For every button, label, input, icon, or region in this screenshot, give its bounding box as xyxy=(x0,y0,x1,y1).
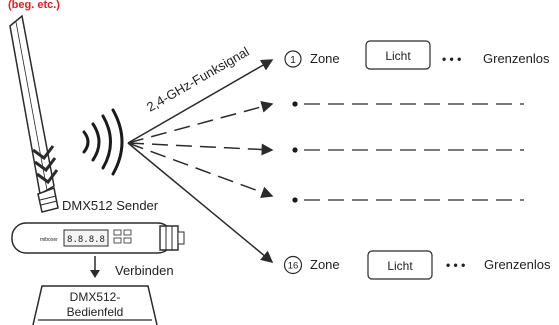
signal-lines xyxy=(127,59,274,263)
antenna-icon xyxy=(9,14,59,213)
header-partial-title: (beg. etc.) xyxy=(8,0,60,11)
device-button xyxy=(113,237,122,244)
zone-row-1: 1 Zone Licht • • • Grenzenlos xyxy=(284,40,550,70)
zone-label: Zone xyxy=(310,51,340,66)
zone-range-label: Grenzenlos xyxy=(483,51,550,66)
panel-label-line1: DMX512- xyxy=(70,290,121,304)
dmx-control-panel: DMX512- Bedienfeld xyxy=(32,285,158,325)
zone-number: 16 xyxy=(288,261,299,272)
sender-label: DMX512 Sender xyxy=(62,198,159,213)
zone-dots: • • • xyxy=(442,52,461,66)
dmx-sender-device: miboxer 8.8.8.8 xyxy=(11,222,185,254)
zone-row-16: 16 Zone Licht • • • Grenzenlos xyxy=(283,250,551,280)
device-brand: miboxer xyxy=(40,237,58,243)
zone-label: Zone xyxy=(310,257,340,272)
device-button xyxy=(113,229,122,236)
device-connector xyxy=(159,225,179,251)
zone-range-label: Grenzenlos xyxy=(484,257,551,272)
signal-line-dashed-a xyxy=(127,100,274,144)
signal-line-dashed-c xyxy=(127,142,274,199)
placeholder-dot xyxy=(292,147,298,153)
wireless-signal-icon xyxy=(82,108,124,176)
device-button xyxy=(123,229,132,236)
zone-number-badge xyxy=(283,255,303,275)
connect-label: Verbinden xyxy=(115,263,174,278)
signal-line-zone-1 xyxy=(127,59,274,144)
device-display-digits: 8.8.8.8 xyxy=(67,235,105,245)
signal-line-zone-16 xyxy=(127,142,274,263)
licht-button-label: Licht xyxy=(385,49,411,63)
licht-button[interactable] xyxy=(367,250,433,280)
zone-dots: • • • xyxy=(446,258,465,272)
device-display xyxy=(63,229,109,247)
placeholder-dot xyxy=(292,101,298,107)
licht-button[interactable] xyxy=(365,40,431,70)
connect-arrow-icon xyxy=(90,256,100,278)
signal-label: 2,4-GHz-Funksignal xyxy=(144,44,252,115)
placeholder-rows xyxy=(292,101,524,203)
licht-button-label: Licht xyxy=(387,259,413,273)
placeholder-dot xyxy=(292,197,298,203)
zone-number-badge xyxy=(284,50,302,68)
panel-label-line2: Bedienfeld xyxy=(67,305,124,319)
signal-line-dashed-b xyxy=(127,142,274,156)
zone-number: 1 xyxy=(290,55,296,66)
device-button xyxy=(123,237,132,244)
